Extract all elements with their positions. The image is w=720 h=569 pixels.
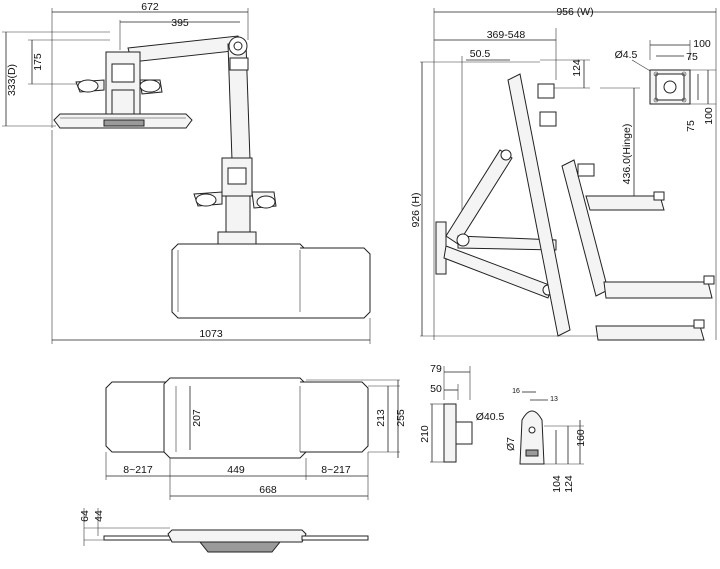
dim-tray-h1: 213: [375, 409, 387, 427]
dim-bracket-13: 13: [550, 396, 558, 403]
dim-tray-h2: 255: [395, 409, 407, 427]
dim-bracket-104: 104: [551, 475, 563, 493]
dim-depth: 333(D): [6, 64, 18, 96]
dim-clamp-w1: 79: [430, 363, 442, 375]
dim-vesa-inner-w: 75: [686, 51, 698, 63]
dim-bracket-16: 16: [512, 388, 520, 395]
dim-total-width: 1073: [199, 328, 223, 340]
dim-side-reach: 369-548: [487, 29, 526, 41]
dim-clamp-pole: Ø40.5: [476, 411, 505, 423]
dim-side-drop: 124: [571, 59, 583, 77]
dim-vesa-outer-h: 100: [703, 107, 715, 125]
dim-vesa-inner-h: 75: [685, 120, 697, 132]
dim-vesa-hole: Ø4.5: [615, 49, 638, 61]
dim-bracket-hole: Ø7: [505, 437, 517, 451]
dim-side-width: 956 (W): [556, 6, 593, 18]
dim-clamp-h: 210: [419, 425, 431, 443]
dim-tray-inner-h: 207: [191, 409, 203, 427]
dim-bracket-160: 160: [575, 429, 587, 447]
dim-clamp-w2: 50: [430, 383, 442, 395]
dim-thick-1: 64: [79, 510, 91, 522]
dim-tray-slide-right: 8~217: [321, 464, 351, 476]
tray-edge-view: 64 44: [79, 508, 369, 553]
dim-top-width: 672: [141, 1, 159, 13]
dim-tray-center: 449: [227, 464, 245, 476]
vesa-detail: 100 75 Ø4.5 75 100: [615, 38, 716, 132]
dim-height: 926 (H): [410, 192, 422, 227]
dim-tray-total: 668: [259, 484, 277, 496]
dim-tray-slide-left: 8~217: [123, 464, 153, 476]
side-view: 956 (W) 369-548 50.5 124 926 (H) 436.0(H…: [410, 6, 717, 341]
tray-view: 207 213 255 8~217 449 8~217 668: [105, 377, 407, 500]
dim-side-offset: 50.5: [470, 48, 491, 60]
top-view: 672 395 175 333(D): [2, 1, 371, 344]
dim-hinge: 436.0(Hinge): [621, 124, 633, 185]
dim-upper-offset: 175: [32, 53, 44, 71]
dim-bracket-124: 124: [563, 475, 575, 493]
clamp-detail: 79 50 Ø40.5 210: [419, 363, 505, 463]
dim-vesa-outer-w: 100: [693, 38, 711, 50]
dim-arm-reach: 395: [171, 17, 189, 29]
dim-thick-2: 44: [93, 510, 105, 522]
bracket-detail: 16 13 Ø7 104 124 160: [505, 388, 587, 493]
